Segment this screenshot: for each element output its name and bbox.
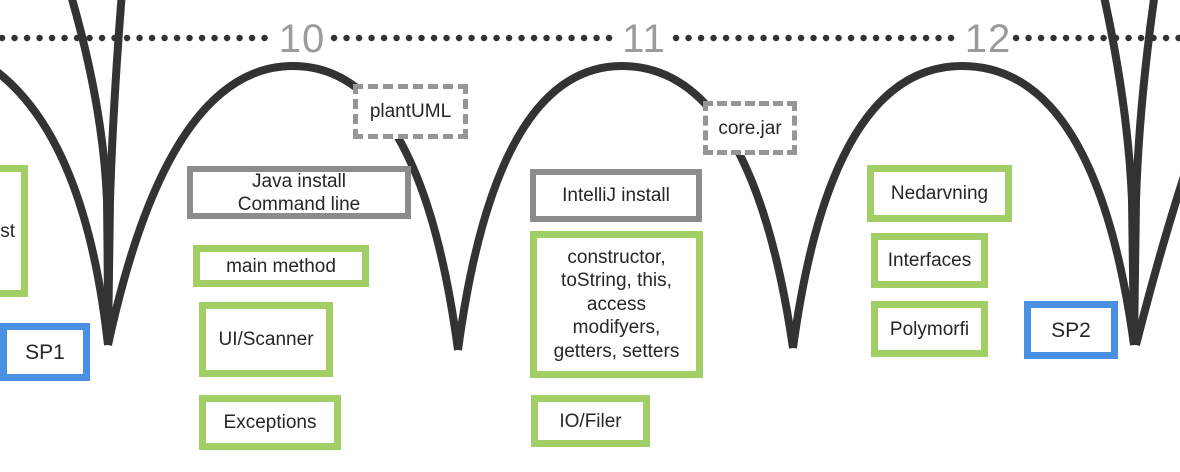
week-number-12: 12 (964, 17, 1012, 61)
install-box-intellij-install: IntelliJ install (530, 169, 702, 222)
topic-box-constructor-line3: access (586, 293, 647, 315)
topic-box-week9-partial-label: st (0, 220, 15, 242)
topic-box-nedarvning: Nedarvning (867, 165, 1012, 222)
left-arch-tail-curve (0, 69, 112, 346)
topic-box-exceptions-label: Exceptions (223, 412, 317, 433)
install-box-java-install-line1: Java install (252, 170, 346, 192)
topic-box-io-filer: IO/Filer (531, 395, 650, 447)
week10-arch-curve (104, 61, 462, 351)
topic-box-constructor-line2: toString, this, (561, 270, 672, 292)
artifact-box-core-jar: core.jar (703, 101, 797, 155)
topic-box-week9-partial: st (0, 165, 28, 297)
topic-box-main-method: main method (193, 245, 369, 287)
topic-box-exceptions: Exceptions (199, 395, 341, 450)
topic-box-polymorfi-label: Polymorfi (889, 318, 970, 340)
week-number-10: 10 (278, 17, 326, 61)
right-spike-curve-b (1130, 0, 1158, 346)
topic-box-main-method-label: main method (226, 255, 336, 277)
week12-arch-curve (789, 61, 1138, 349)
right-arch-tail-curve (1132, 175, 1180, 346)
install-box-java-install-line2: Command line (237, 193, 361, 215)
topic-box-nedarvning-label: Nedarvning (890, 183, 989, 204)
topic-box-constructor-topics: constructor, toString, this, access modi… (530, 231, 703, 378)
milestone-box-sp2: SP2 (1024, 301, 1118, 359)
week-number-11: 11 (622, 17, 666, 61)
week11-arch-curve (454, 61, 797, 351)
left-spike-curve-b (104, 0, 126, 346)
install-box-intellij-install-label: IntelliJ install (562, 185, 670, 206)
topic-box-constructor-line1: constructor, (567, 246, 666, 268)
topic-box-interfaces: Interfaces (871, 233, 988, 288)
artifact-box-plantuml-label: plantUML (369, 101, 452, 122)
topic-box-polymorfi: Polymorfi (871, 301, 988, 357)
topic-box-ui-scanner-label: UI/Scanner (218, 329, 314, 350)
artifact-box-core-jar-label: core.jar (718, 117, 782, 139)
artifact-box-plantuml: plantUML (353, 84, 468, 139)
milestone-box-sp2-label: SP2 (1051, 318, 1091, 342)
topic-box-constructor-line5: getters, setters (553, 340, 680, 362)
install-box-java-install: Java install Command line (187, 166, 411, 219)
topic-box-interfaces-label: Interfaces (887, 250, 972, 271)
right-spike-curve-a (1100, 0, 1138, 346)
topic-box-constructor-line4: modifyers, (572, 317, 661, 339)
milestone-box-sp1-label: SP1 (25, 340, 65, 364)
topic-box-ui-scanner: UI/Scanner (199, 302, 333, 377)
milestone-box-sp1: SP1 (0, 323, 90, 381)
topic-box-io-filer-label: IO/Filer (559, 410, 622, 432)
